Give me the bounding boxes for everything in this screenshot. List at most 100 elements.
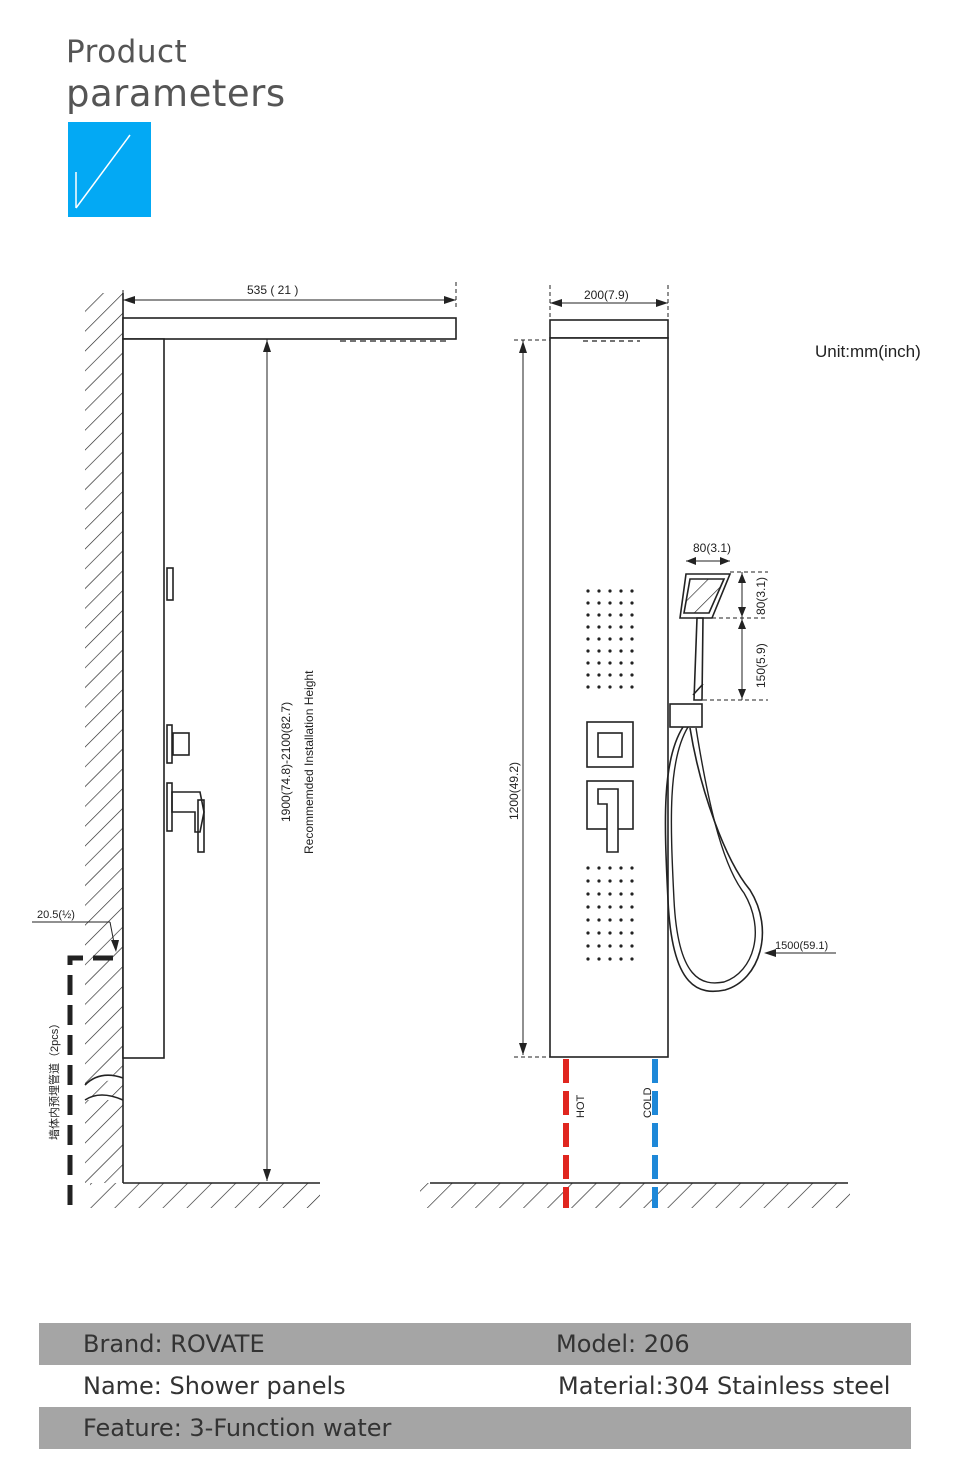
nozzle-dot xyxy=(630,637,634,641)
nozzle-dot xyxy=(608,931,612,935)
title-parameters: parameters xyxy=(66,72,286,115)
nozzle-dot xyxy=(586,905,590,909)
nozzle-dot xyxy=(597,944,601,948)
side-view xyxy=(32,282,457,1208)
nozzle-dot xyxy=(619,918,623,922)
nozzle-dot xyxy=(619,625,623,629)
nozzle-dot xyxy=(586,661,590,665)
nozzle-dot xyxy=(597,649,601,653)
feature-value: Feature: 3-Function water xyxy=(83,1414,392,1442)
side-width-label: 535 ( 21 ) xyxy=(247,283,298,297)
nozzle-dot xyxy=(597,918,601,922)
nozzle-dot xyxy=(597,866,601,870)
nozzle-dot xyxy=(586,589,590,593)
nozzle-dot xyxy=(586,918,590,922)
nozzle-dot xyxy=(630,613,634,617)
nozzle-dot xyxy=(586,879,590,883)
brand-value: Brand: ROVATE xyxy=(83,1330,265,1358)
nozzle-dot xyxy=(630,649,634,653)
handshower-height-label: 80(3.1) xyxy=(754,577,768,615)
nozzle-dot xyxy=(597,957,601,961)
nozzle-dot xyxy=(597,637,601,641)
nozzle-dot xyxy=(608,918,612,922)
nozzle-dot xyxy=(630,957,634,961)
nozzle-dot xyxy=(608,866,612,870)
nozzle-dot xyxy=(619,944,623,948)
nozzle-dot xyxy=(630,625,634,629)
nozzle-dot xyxy=(586,931,590,935)
nozzle-dot xyxy=(630,589,634,593)
handle-height-label: 150(5.9) xyxy=(754,643,768,688)
nozzle-dot xyxy=(586,613,590,617)
nozzle-dot xyxy=(586,625,590,629)
nozzle-dot xyxy=(608,601,612,605)
nozzle-dot xyxy=(619,685,623,689)
spec-row-2: Name: Shower panels Material:304 Stainle… xyxy=(39,1365,911,1407)
nozzle-dot xyxy=(619,905,623,909)
upper-nozzle-grid xyxy=(586,589,634,689)
hose-length-label: 1500(59.1) xyxy=(775,940,828,952)
nozzle-dot xyxy=(630,905,634,909)
nozzle-dot xyxy=(608,589,612,593)
nozzle-dot xyxy=(619,879,623,883)
nozzle-dot xyxy=(586,892,590,896)
nozzle-dot xyxy=(619,649,623,653)
nozzle-dot xyxy=(608,613,612,617)
nozzle-dot xyxy=(619,892,623,896)
nozzle-dot xyxy=(630,892,634,896)
lower-nozzle-grid xyxy=(586,866,634,961)
unit-label: Unit:mm(inch) xyxy=(815,342,921,361)
nozzle-dot xyxy=(597,931,601,935)
nozzle-dot xyxy=(619,589,623,593)
nozzle-dot xyxy=(619,637,623,641)
nozzle-dot xyxy=(619,673,623,677)
nozzle-dot xyxy=(630,931,634,935)
front-view xyxy=(420,285,850,1208)
nozzle-dot xyxy=(608,649,612,653)
accent-logo xyxy=(68,122,151,217)
nozzle-dot xyxy=(630,944,634,948)
panel-height-label: 1200(49.2) xyxy=(507,762,521,820)
material-value: Material:304 Stainless steel xyxy=(558,1372,891,1400)
cold-label: COLD xyxy=(642,1087,654,1118)
nozzle-dot xyxy=(619,931,623,935)
nozzle-dot xyxy=(630,879,634,883)
side-height-label: 1900(74.8)-2100(82.7) xyxy=(279,702,293,822)
nozzle-dot xyxy=(586,601,590,605)
nozzle-dot xyxy=(630,685,634,689)
nozzle-dot xyxy=(597,905,601,909)
spec-table: Brand: ROVATE Model: 206 Name: Shower pa… xyxy=(39,1323,911,1449)
nozzle-dot xyxy=(586,673,590,677)
name-value: Name: Shower panels xyxy=(83,1372,346,1400)
nozzle-dot xyxy=(608,661,612,665)
pipe-label: 墙体内预埋管道（2pcs） xyxy=(47,1018,61,1140)
nozzle-dot xyxy=(608,625,612,629)
nozzle-dot xyxy=(608,637,612,641)
nozzle-dot xyxy=(597,892,601,896)
nozzle-dot xyxy=(597,589,601,593)
nozzle-dot xyxy=(608,944,612,948)
nozzle-dot xyxy=(630,661,634,665)
nozzle-dot xyxy=(619,661,623,665)
spec-row-1: Brand: ROVATE Model: 206 xyxy=(39,1323,911,1365)
side-height-caption: Recommemded Installation Height xyxy=(302,670,316,854)
nozzle-dot xyxy=(608,685,612,689)
nozzle-dot xyxy=(608,892,612,896)
nozzle-dot xyxy=(586,944,590,948)
nozzle-dot xyxy=(630,673,634,677)
hot-label: HOT xyxy=(575,1095,587,1119)
nozzle-dot xyxy=(608,879,612,883)
handshower-width-label: 80(3.1) xyxy=(693,541,731,555)
nozzle-dot xyxy=(597,685,601,689)
nozzle-dot xyxy=(608,905,612,909)
nozzle-dot xyxy=(597,879,601,883)
nozzle-dot xyxy=(619,601,623,605)
nozzle-dot xyxy=(586,957,590,961)
nozzle-dot xyxy=(630,601,634,605)
nozzle-dot xyxy=(586,866,590,870)
nozzle-dot xyxy=(586,649,590,653)
model-value: Model: 206 xyxy=(556,1330,690,1358)
installation-diagram: 535 ( 21 ) 1900(74.8)-2100(82.7) Recomme… xyxy=(32,282,921,1208)
nozzle-dot xyxy=(608,957,612,961)
spec-row-3: Feature: 3-Function water xyxy=(39,1407,911,1449)
